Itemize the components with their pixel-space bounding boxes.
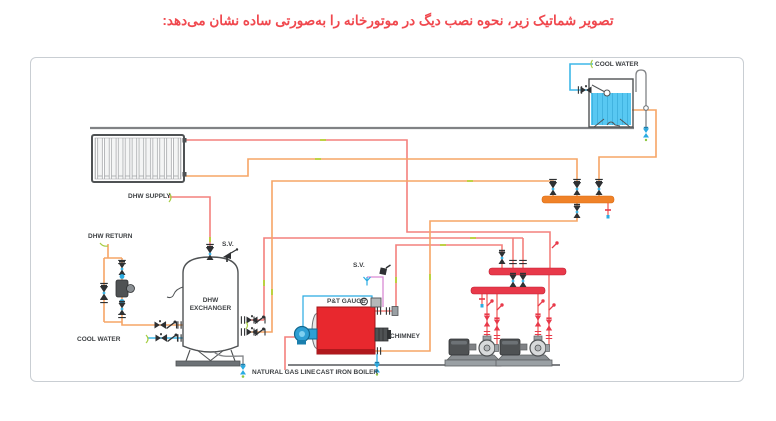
boiler-sv-spout: [363, 276, 371, 286]
dhw-exchanger-tank: [154, 243, 266, 378]
aquastat: [370, 297, 382, 308]
label-pt-gauge: P&T GAUGE: [327, 298, 366, 305]
burner: [293, 325, 318, 345]
circulating-pump-1: [444, 335, 502, 367]
page-title: تصویر شماتیک زیر، نحوه نصب دیگ در موتورخ…: [162, 13, 614, 28]
label-cool-water-left: COOL WATER: [77, 336, 121, 343]
circulating-pump-2: [495, 335, 553, 367]
chimney-stub: [374, 327, 391, 342]
label-chimney: CHIMNEY: [390, 333, 420, 340]
dhw-return-pump-station: [99, 259, 135, 319]
cast-iron-boiler: [293, 264, 399, 376]
label-dhw-return: DHW RETURN: [88, 233, 133, 240]
return-header: [541, 178, 615, 219]
label-natural-gas-line: NATURAL GAS LINE: [252, 369, 316, 376]
label-sv-boiler: S.V.: [353, 262, 365, 269]
label-sv-exchanger: S.V.: [222, 241, 234, 248]
label-dhw-supply: DHW SUPPLY: [128, 193, 171, 200]
supply-headers: [470, 240, 567, 308]
label-dhw-exchanger: DHW EXCHANGER: [189, 297, 232, 312]
expansion-tank: [577, 69, 649, 142]
label-cool-water-top: COOL WATER: [595, 61, 639, 68]
label-cast-iron-boiler: CAST IRON BOILER: [316, 369, 379, 376]
flow-marks: [99, 59, 593, 344]
pump-riser-fittings: [483, 298, 557, 340]
boiler-sv-line: [367, 276, 384, 307]
radiator: [91, 134, 187, 183]
